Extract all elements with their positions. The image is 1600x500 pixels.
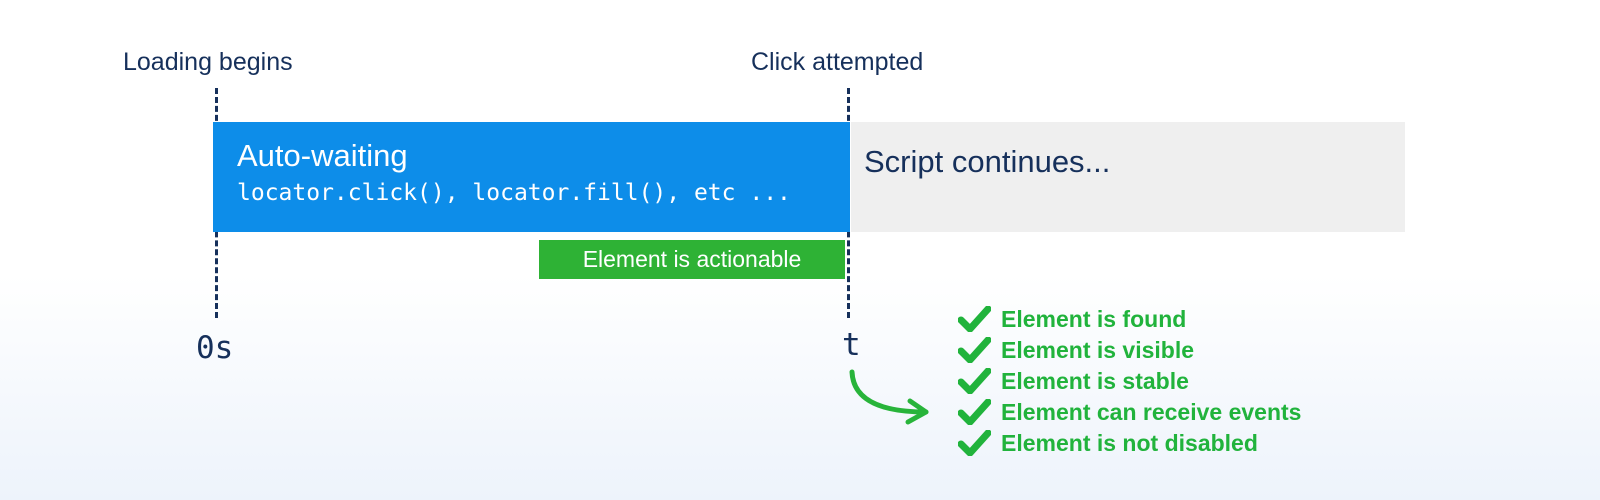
checklist-item-label: Element is stable	[1001, 367, 1189, 394]
check-icon	[958, 337, 991, 363]
tick-0s: 0s	[196, 330, 234, 366]
check-icon	[958, 368, 991, 394]
check-icon	[958, 430, 991, 456]
loading-begins-label: Loading begins	[123, 48, 293, 76]
checklist-item-label: Element is visible	[1001, 336, 1195, 363]
checklist-item-label: Element can receive events	[1001, 398, 1302, 425]
element-actionable-label: Element is actionable	[582, 246, 802, 272]
auto-waiting-title: Auto-waiting	[237, 138, 408, 173]
checklist-item-label: Element is not disabled	[1001, 429, 1258, 456]
actionability-checklist: Element is found Element is visible Elem…	[958, 306, 1301, 456]
check-icon	[958, 399, 991, 425]
click-attempted-label: Click attempted	[751, 48, 924, 76]
script-continues-bar: Script continues...	[851, 122, 1405, 232]
checklist-item-label: Element is found	[1001, 305, 1187, 332]
script-continues-label: Script continues...	[864, 144, 1111, 179]
auto-waiting-code: locator.click(), locator.fill(), etc ...	[237, 180, 791, 206]
auto-waiting-bar: Auto-waiting locator.click(), locator.fi…	[213, 122, 850, 232]
checklist-item-not-disabled: Element is not disabled	[958, 430, 1301, 456]
check-icon	[958, 306, 991, 332]
checklist-item-visible: Element is visible	[958, 337, 1301, 363]
checklist-item-receive-events: Element can receive events	[958, 399, 1301, 425]
checklist-item-found: Element is found	[958, 306, 1301, 332]
curved-arrow-icon	[849, 369, 929, 425]
element-actionable-badge: Element is actionable	[539, 240, 845, 279]
checklist-item-stable: Element is stable	[958, 368, 1301, 394]
tick-t: t	[842, 327, 861, 363]
